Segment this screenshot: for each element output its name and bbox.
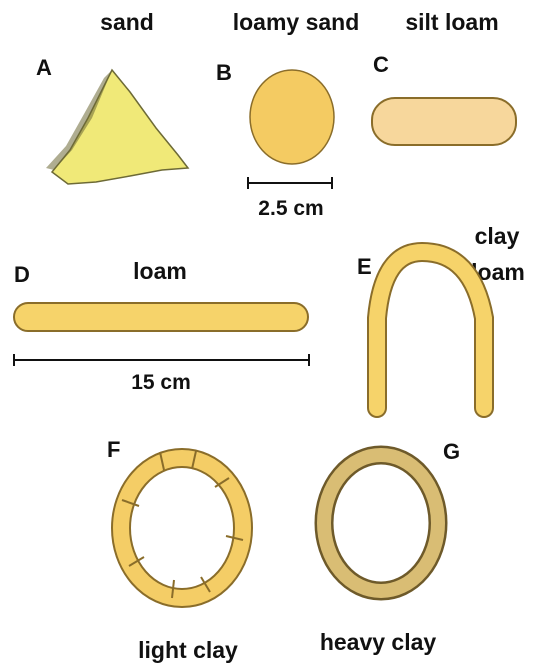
loam-thread bbox=[14, 303, 308, 331]
scale-bar-2-5-cm bbox=[248, 177, 332, 189]
light-clay-ring bbox=[121, 451, 243, 598]
clay-loam-arch bbox=[377, 252, 484, 408]
sand-cone bbox=[46, 70, 188, 184]
loamy-sand-ball bbox=[250, 70, 334, 164]
heavy-clay-ring bbox=[324, 455, 438, 591]
sand-cone-body bbox=[52, 70, 188, 184]
silt-loam-roll bbox=[372, 98, 516, 145]
scale-bar-15-cm bbox=[14, 354, 309, 366]
